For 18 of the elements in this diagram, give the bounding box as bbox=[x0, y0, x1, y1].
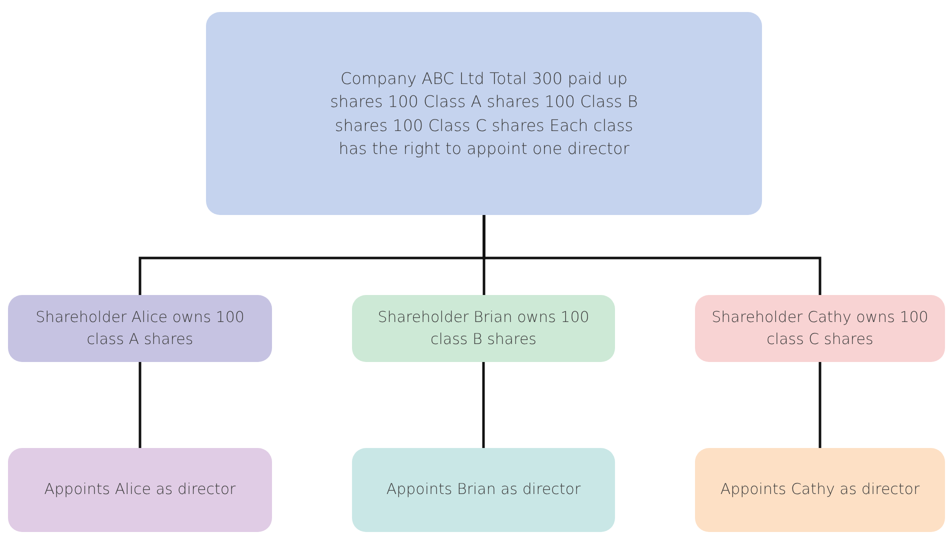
box-text: Appoints Brian as director bbox=[386, 479, 581, 500]
box-text: Shareholder Alice owns 100 class A shares bbox=[34, 306, 246, 350]
connector-line bbox=[482, 215, 822, 295]
connector-line bbox=[482, 362, 485, 448]
org-box bbox=[8, 448, 272, 532]
box-text: Appoints Cathy as director bbox=[720, 479, 920, 500]
connector-line bbox=[818, 362, 822, 448]
connector-line bbox=[138, 362, 142, 448]
org-box bbox=[695, 448, 945, 532]
org-box bbox=[8, 295, 272, 362]
box-text: Company ABC Ltd Total 300 paid up shares 100 Class A shares 100 Class B shares 100 Class C shares Each class has the right to appoint one director bbox=[329, 68, 639, 160]
org-box bbox=[352, 448, 615, 532]
box-text: Shareholder Brian owns 100 class B shares bbox=[376, 306, 590, 350]
org-box bbox=[206, 12, 762, 215]
org-box bbox=[695, 295, 945, 362]
org-box bbox=[352, 295, 615, 362]
box-text: Appoints Alice as director bbox=[44, 479, 236, 500]
box-text: Shareholder Cathy owns 100 class C shares bbox=[710, 306, 930, 350]
